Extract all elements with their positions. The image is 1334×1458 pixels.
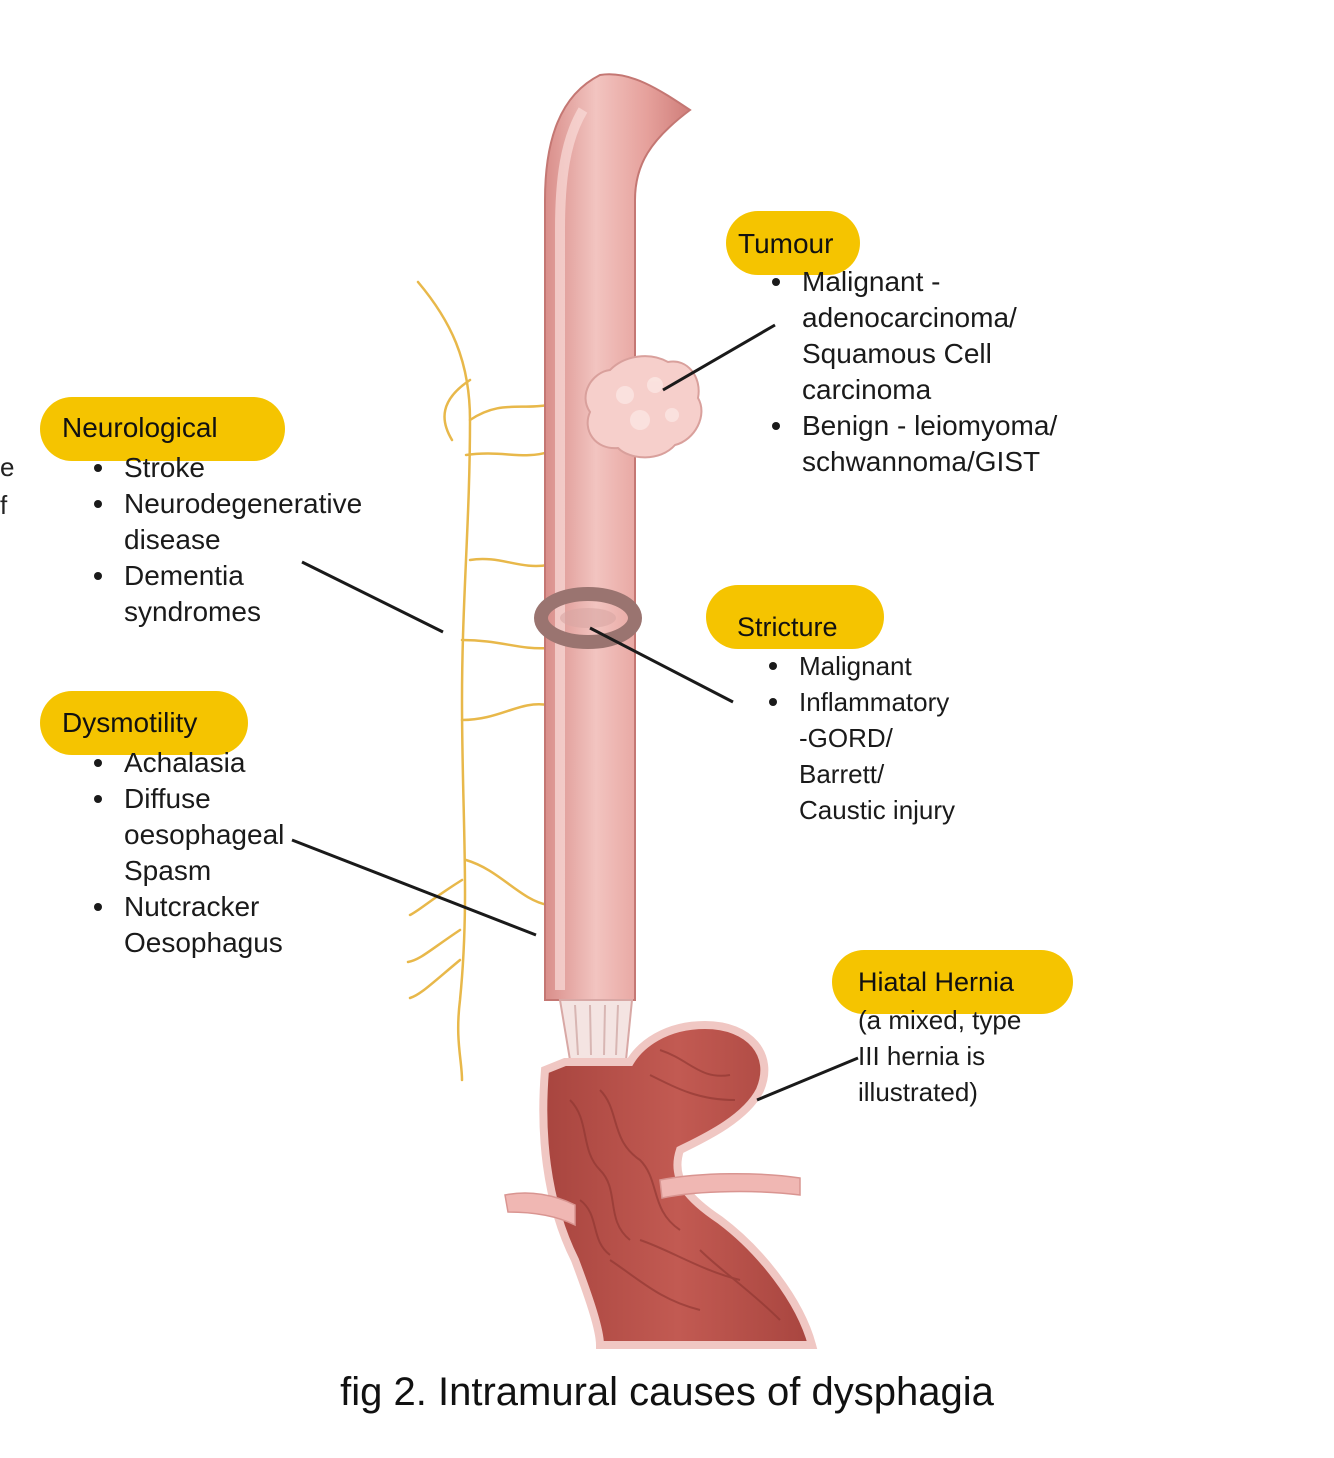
neurological-heading: Neurological: [62, 412, 218, 443]
list-item: Malignant - adenocarcinoma/ Squamous Cel…: [768, 264, 1057, 408]
dysmotility-list: Achalasia Diffuse oesophageal Spasm Nutc…: [90, 745, 284, 961]
edge-text-fragment: e: [0, 452, 15, 482]
stricture-heading: Stricture: [737, 612, 838, 642]
tumour-mass: [584, 355, 703, 459]
tumour-list: Malignant - adenocarcinoma/ Squamous Cel…: [768, 264, 1057, 480]
list-item: Benign - leiomyoma/ schwannoma/GIST: [768, 408, 1057, 480]
list-item: Diffuse oesophageal Spasm: [90, 781, 284, 889]
dysmotility-highlight: [40, 691, 248, 755]
list-item: Neurodegenerative disease: [90, 486, 362, 558]
tumour-highlight: [726, 211, 860, 275]
pointer-lines: [291, 323, 859, 1102]
pointer-hiatal-hernia: [756, 1056, 859, 1102]
stricture-highlight: [706, 585, 884, 649]
neurological-list: Stroke Neurodegenerative disease Dementi…: [90, 450, 362, 630]
pointer-stricture: [589, 626, 734, 704]
diaphragm: [504, 1192, 576, 1227]
hiatal-hernia-note: (a mixed, type III hernia is illustrated…: [858, 1005, 1022, 1107]
dysmotility-heading: Dysmotility: [62, 707, 198, 738]
list-item: Dementia syndromes: [90, 558, 362, 630]
hiatal-hernia-heading: Hiatal Hernia: [858, 967, 1015, 997]
edge-text-fragment: f: [0, 490, 8, 520]
oesophagus-tube: [544, 73, 692, 1001]
tumour-heading: Tumour: [738, 228, 834, 259]
hiatal-hernia-highlight: [832, 950, 1073, 1014]
pointer-tumour: [662, 323, 776, 392]
list-item: Inflammatory -GORD/ Barrett/ Caustic inj…: [765, 684, 955, 828]
stricture-list: Malignant Inflammatory -GORD/ Barrett/ C…: [765, 648, 955, 828]
stricture-ring: [534, 587, 642, 649]
list-item: Achalasia: [90, 745, 284, 781]
list-item: Malignant: [765, 648, 955, 684]
pointer-dysmotility: [291, 838, 537, 937]
figure-caption: fig 2. Intramural causes of dysphagia: [340, 1370, 994, 1414]
list-item: Stroke: [90, 450, 362, 486]
list-item: Nutcracker Oesophagus: [90, 889, 284, 961]
pointer-neurological: [301, 560, 444, 634]
lower-oesophageal-sphincter: [558, 999, 634, 1061]
neurological-highlight: [40, 397, 285, 461]
